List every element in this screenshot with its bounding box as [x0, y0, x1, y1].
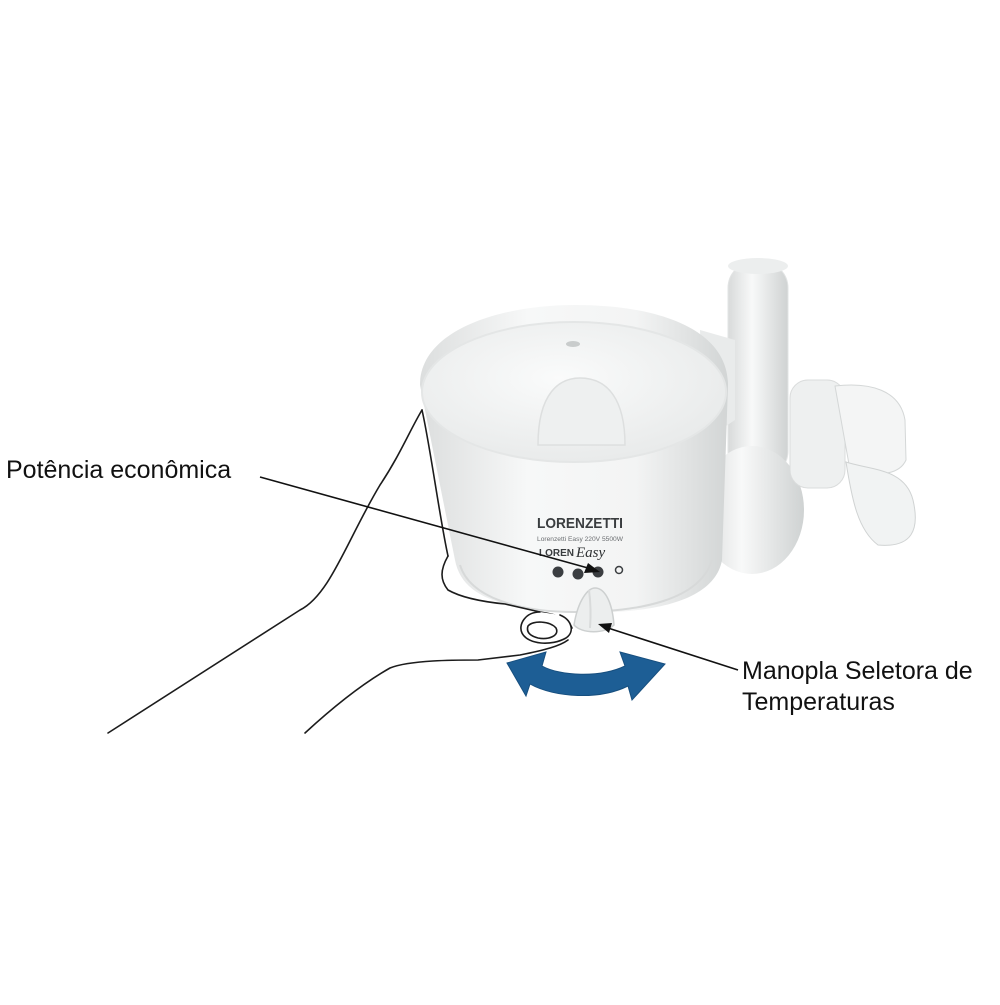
- brand-logo: LORENZETTI: [537, 515, 623, 532]
- indicator-dot: [572, 568, 584, 580]
- model-logo-suffix: Easy: [575, 545, 606, 561]
- leader-line-potencia: [259, 476, 589, 569]
- callout-potencia-economica: Potência econômica: [6, 456, 232, 484]
- hand-outline: [107, 409, 573, 734]
- brand-area: LORENZETTI Lorenzetti Easy 220V 5500W LO…: [537, 515, 623, 561]
- leader-arrowhead-manopla: [598, 623, 612, 633]
- callout-manopla-seletora: Manopla Seletora de Temperaturas: [742, 656, 973, 719]
- power-indicators: [552, 565, 624, 580]
- indicator-dot: [614, 565, 624, 575]
- temperature-selector-knob[interactable]: [573, 587, 615, 633]
- leader-arrowhead-potencia: [584, 563, 600, 573]
- callout-manopla-line2: Temperaturas: [742, 688, 895, 717]
- callout-manopla-line1: Manopla Seletora de: [742, 657, 973, 685]
- indicator-dot: [552, 566, 564, 578]
- callout-leader-lines: [259, 476, 739, 671]
- double-headed-curved-arrow-icon: [506, 651, 666, 701]
- faucet-pipe: [700, 258, 916, 574]
- model-logo-prefix: LOREN: [539, 548, 574, 559]
- brand-fine-print: Lorenzetti Easy 220V 5500W: [537, 537, 623, 543]
- leader-line-manopla: [607, 627, 739, 671]
- heater-body: [420, 305, 728, 614]
